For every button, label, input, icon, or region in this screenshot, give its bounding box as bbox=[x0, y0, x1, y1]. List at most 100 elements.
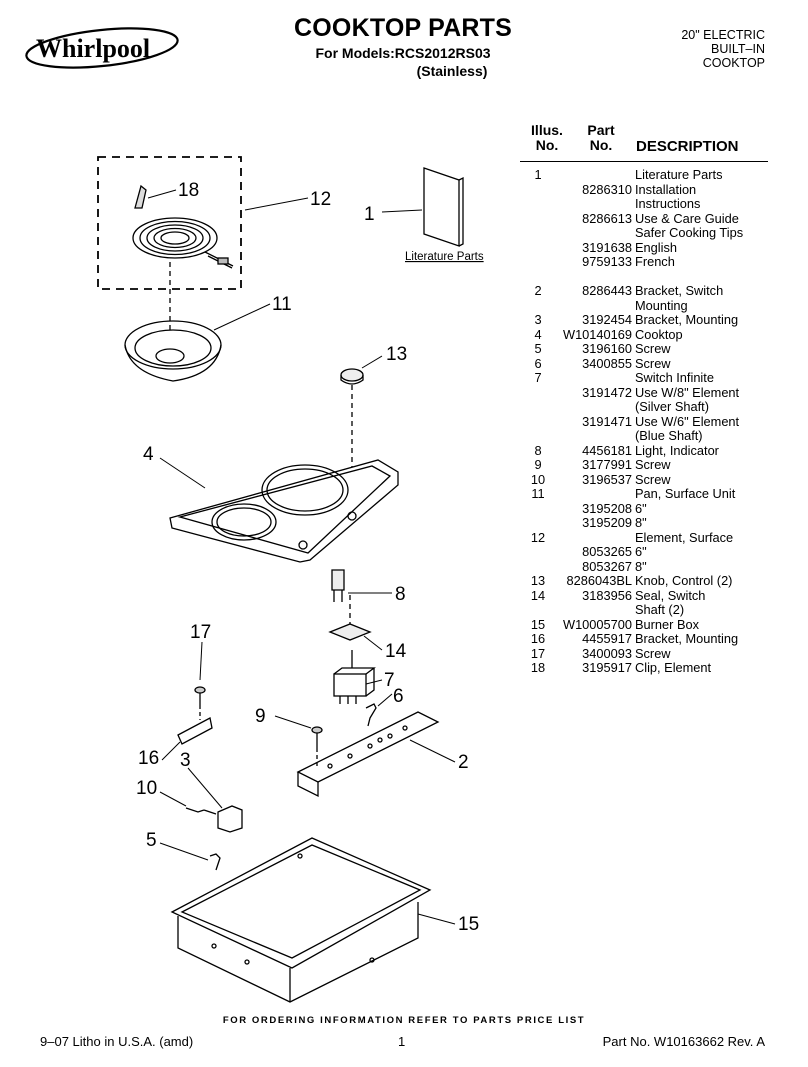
part-number: 3195208 bbox=[582, 500, 632, 516]
illus-header-line: Illus. bbox=[531, 122, 563, 138]
part-number: 3191471 bbox=[582, 413, 632, 429]
part-description: Light, Indicator bbox=[635, 442, 719, 458]
part-description: Element, Surface bbox=[635, 529, 734, 545]
illus-number bbox=[520, 603, 556, 618]
surface-element-part bbox=[132, 217, 234, 269]
illus-number bbox=[520, 545, 556, 560]
callout-15: 15 bbox=[458, 914, 479, 935]
illus-number bbox=[520, 241, 556, 256]
illus-number bbox=[520, 299, 556, 314]
switch-bracket-part bbox=[296, 711, 440, 798]
callout-5: 5 bbox=[146, 830, 157, 851]
mounting-bracket-16-part bbox=[177, 717, 213, 745]
part-description: Bracket, Mounting bbox=[635, 631, 739, 646]
part-description: Knob, Control (2) bbox=[635, 573, 733, 588]
part-number: 8053265 bbox=[582, 544, 632, 559]
finish-line: (Stainless) bbox=[416, 63, 488, 79]
part-number bbox=[556, 299, 635, 314]
part-number: 3196537 bbox=[582, 471, 632, 487]
illus-number bbox=[520, 197, 556, 212]
illus-number: 13 bbox=[530, 573, 546, 588]
illus-number: 9 bbox=[534, 457, 542, 472]
illus-number bbox=[520, 226, 556, 241]
part-number bbox=[556, 429, 635, 444]
part-description: (Blue Shaft) bbox=[635, 428, 703, 443]
part-description: Bracket, Mounting bbox=[635, 312, 739, 327]
illus-number: 2 bbox=[534, 283, 542, 298]
callout-2: 2 bbox=[458, 752, 469, 773]
part-description: Bracket, Switch bbox=[635, 283, 724, 298]
callout-6: 6 bbox=[393, 686, 404, 707]
part-description: Use W/6" Element bbox=[635, 413, 740, 429]
part-description: Screw bbox=[635, 341, 671, 356]
part-number: 3400093 bbox=[582, 645, 632, 661]
table-row bbox=[520, 270, 780, 285]
element-clip-part bbox=[134, 184, 147, 209]
part-number: 3177991 bbox=[582, 457, 632, 472]
table-row: Instructions bbox=[520, 196, 780, 212]
part-number bbox=[556, 371, 635, 386]
part-number: 8286443 bbox=[582, 283, 632, 298]
literature-parts-label: Literature Parts bbox=[405, 251, 484, 263]
drip-pan-part bbox=[124, 320, 222, 382]
part-number bbox=[556, 226, 635, 241]
screw-10-part bbox=[185, 807, 217, 815]
control-knob-part bbox=[340, 368, 364, 385]
ordering-note: FOR ORDERING INFORMATION REFER TO PARTS … bbox=[222, 1015, 586, 1026]
part-number: W10005700 bbox=[562, 616, 632, 632]
callout-11: 11 bbox=[272, 294, 292, 315]
callout-9: 9 bbox=[255, 706, 266, 727]
illus-number: 18 bbox=[530, 660, 546, 675]
part-description: Safer Cooking Tips bbox=[635, 225, 744, 240]
brand-logo-text: Whirlpool bbox=[36, 34, 150, 63]
part-number: W10140169 bbox=[562, 326, 632, 342]
part-number: 8286613 bbox=[582, 210, 632, 226]
part-description: Screw bbox=[635, 457, 671, 472]
illus-number: 10 bbox=[530, 471, 546, 487]
illus-number bbox=[520, 415, 556, 430]
part-description: Installation bbox=[635, 181, 697, 197]
table-row: Safer Cooking Tips bbox=[520, 225, 780, 241]
part-header-line: No. bbox=[589, 137, 613, 153]
illus-number: 14 bbox=[530, 587, 546, 603]
callout-17: 17 bbox=[190, 622, 211, 643]
part-number: 3191638 bbox=[582, 239, 632, 255]
illus-number: 8 bbox=[534, 442, 542, 458]
litho-note: 9–07 Litho in U.S.A. (amd) bbox=[40, 1034, 194, 1049]
part-number: 3400855 bbox=[582, 355, 632, 371]
part-number bbox=[556, 487, 635, 502]
model-type-line: BUILT–IN bbox=[711, 42, 765, 56]
screw-9-part bbox=[311, 726, 323, 748]
mounting-bracket-3-part bbox=[217, 805, 243, 833]
part-number bbox=[556, 197, 635, 212]
part-number: 3195917 bbox=[582, 660, 632, 675]
part-description: 8" bbox=[635, 558, 647, 574]
part-description bbox=[635, 270, 780, 285]
part-number bbox=[556, 400, 635, 415]
indicator-light-part bbox=[331, 569, 345, 591]
part-number: 4456181 bbox=[582, 442, 632, 458]
illus-number: 5 bbox=[534, 341, 542, 356]
part-number bbox=[556, 603, 635, 618]
illus-number: 3 bbox=[534, 312, 542, 327]
part-number: 8053267 bbox=[582, 558, 632, 574]
table-row: (Silver Shaft) bbox=[520, 399, 780, 415]
burner-box-part bbox=[170, 837, 432, 1003]
part-description: Literature Parts bbox=[635, 167, 723, 182]
callout-16: 16 bbox=[138, 748, 159, 769]
callout-10: 10 bbox=[136, 778, 157, 799]
